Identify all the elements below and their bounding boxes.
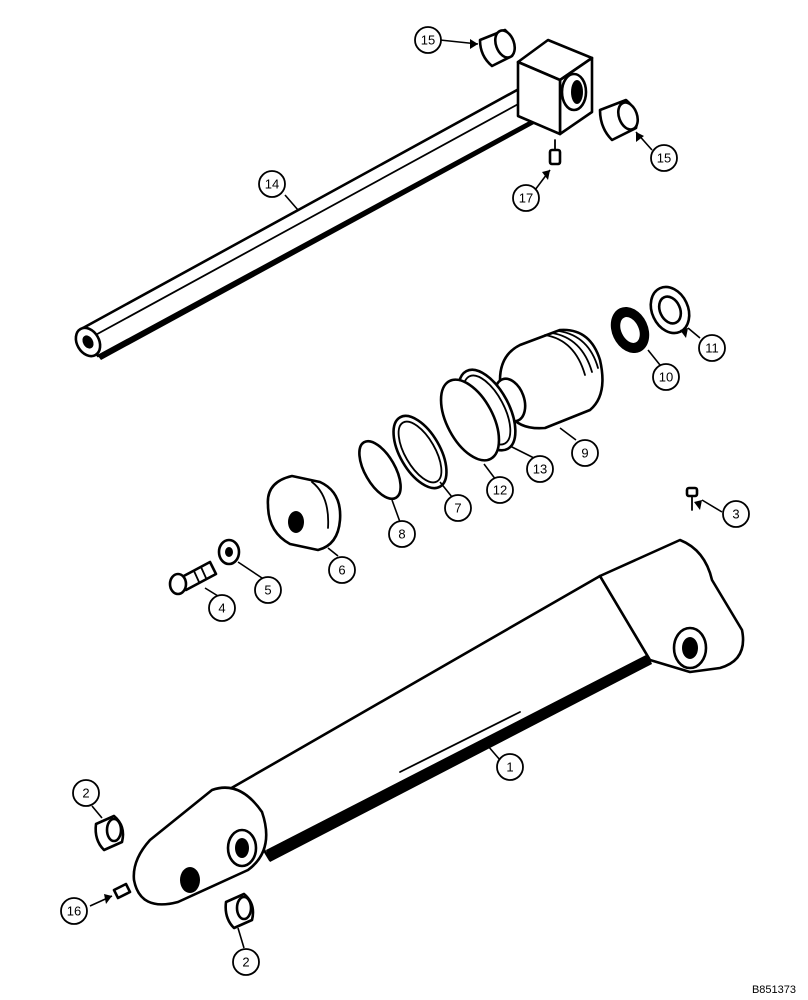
barrel-bushing-upper	[94, 814, 125, 852]
callout-16: 16	[60, 897, 88, 925]
callout-label: 1	[506, 760, 513, 775]
callout-label: 3	[732, 507, 739, 522]
piston-o-ring	[358, 439, 402, 501]
callout-label: 10	[659, 370, 673, 385]
callout-6: 6	[328, 556, 356, 584]
callout-17: 17	[512, 184, 540, 212]
callout-2-lower: 2	[232, 948, 260, 976]
callout-13: 13	[526, 455, 554, 483]
piston	[266, 474, 342, 552]
rod-eye-bushing-right	[598, 98, 640, 142]
callout-label: 15	[421, 33, 435, 48]
callout-label: 4	[218, 601, 225, 616]
callout-label: 9	[581, 446, 588, 461]
callout-10: 10	[652, 363, 680, 391]
callout-label: 6	[338, 563, 345, 578]
washer	[217, 538, 241, 566]
callout-4: 4	[208, 594, 236, 622]
callout-7: 7	[444, 494, 472, 522]
rod-seal	[610, 306, 650, 354]
rod-eye-block	[516, 38, 594, 136]
callout-8: 8	[388, 520, 416, 548]
grease-fitting-barrel	[685, 486, 699, 511]
piston-bolt	[168, 560, 218, 596]
callout-12: 12	[486, 476, 514, 504]
callout-label: 17	[519, 191, 533, 206]
grease-fitting-base	[112, 882, 132, 900]
gland-o-ring	[439, 378, 501, 462]
callout-15-right: 15	[650, 144, 678, 172]
callout-label: 8	[398, 527, 405, 542]
callout-label: 2	[242, 955, 249, 970]
piston-ring	[392, 414, 448, 490]
piston-rod	[74, 82, 547, 360]
callout-5: 5	[254, 576, 282, 604]
callout-label: 16	[67, 904, 81, 919]
callout-label: 13	[533, 462, 547, 477]
callout-14: 14	[258, 170, 286, 198]
arrowheads	[104, 39, 702, 904]
callout-label: 7	[454, 501, 461, 516]
callout-9: 9	[571, 439, 599, 467]
callout-11: 11	[698, 334, 726, 362]
callout-label: 2	[82, 786, 89, 801]
callout-1: 1	[496, 753, 524, 781]
callout-2-upper: 2	[72, 779, 100, 807]
callout-label: 12	[493, 483, 507, 498]
diagram-code: B851373	[751, 984, 796, 996]
callout-label: 15	[657, 151, 671, 166]
callout-label: 11	[705, 341, 719, 356]
barrel-bushing-lower	[224, 892, 255, 930]
wiper-seal	[649, 285, 691, 335]
callout-3: 3	[722, 500, 750, 528]
grease-fitting-rod	[548, 139, 562, 166]
callout-15-top: 15	[414, 26, 442, 54]
rod-eye-bushing-top	[478, 28, 517, 68]
callout-label: 5	[264, 583, 271, 598]
cylinder-barrel	[132, 538, 745, 906]
callout-label: 14	[265, 177, 279, 192]
